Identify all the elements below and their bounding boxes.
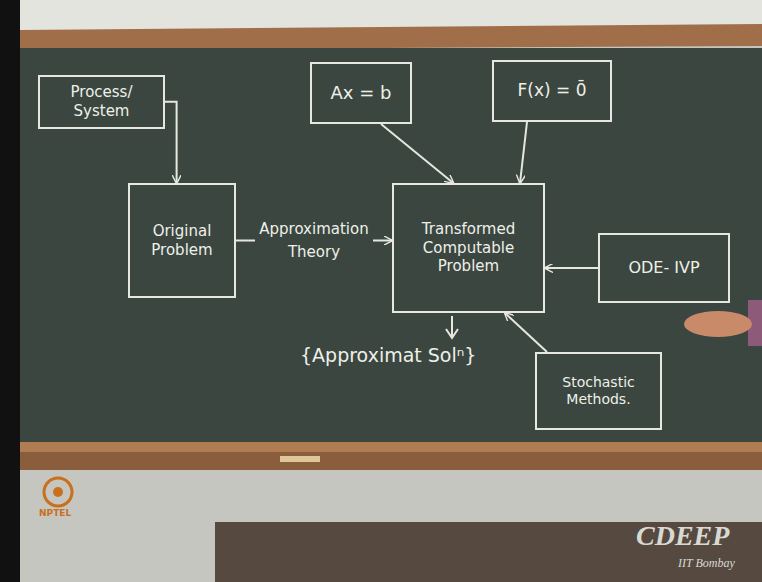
- process-box: Original Problem: [128, 183, 236, 298]
- watermark: NPTEL: [39, 508, 71, 518]
- chalk-tray-lip: [20, 442, 762, 452]
- chalkboard: [20, 48, 762, 444]
- nptel-logo-hub: [53, 487, 63, 497]
- box-text: Ax = b: [331, 82, 392, 105]
- box-text: F(x) = 0̄: [518, 80, 587, 101]
- chalk-tray: [20, 452, 762, 470]
- flow-arrow: [165, 102, 177, 183]
- result-note: {Approximat Solⁿ}: [300, 344, 476, 366]
- board-frame: [20, 24, 762, 50]
- nptel-logo: [44, 478, 72, 506]
- edge-label: Approximation Theory: [255, 217, 373, 264]
- process-box: Stochastic Methods.: [535, 352, 662, 430]
- box-text: ODE- IVP: [628, 258, 699, 278]
- flow-arrow: [545, 267, 598, 269]
- process-box: F(x) = 0̄: [492, 60, 612, 122]
- chalk-piece: [280, 456, 320, 462]
- box-text: Stochastic Methods.: [545, 374, 652, 409]
- watermark: CDEEP: [636, 520, 729, 552]
- hand: [684, 311, 752, 337]
- left-edge: [0, 0, 20, 582]
- process-box: Transformed Computable Problem: [392, 183, 545, 313]
- box-text: Original Problem: [138, 222, 226, 260]
- result-arrow: [451, 316, 453, 336]
- flow-arrow: [505, 313, 547, 352]
- flow-arrow: [520, 122, 527, 183]
- process-box: Process/ System: [38, 75, 165, 129]
- process-box: ODE- IVP: [598, 233, 730, 303]
- watermark: IIT Bombay: [678, 556, 735, 571]
- process-box: Ax = b: [310, 62, 412, 124]
- flow-arrow: [381, 124, 453, 183]
- box-text: Process/ System: [48, 83, 155, 121]
- box-text: Transformed Computable Problem: [402, 220, 535, 276]
- result-arrowhead: [446, 329, 458, 338]
